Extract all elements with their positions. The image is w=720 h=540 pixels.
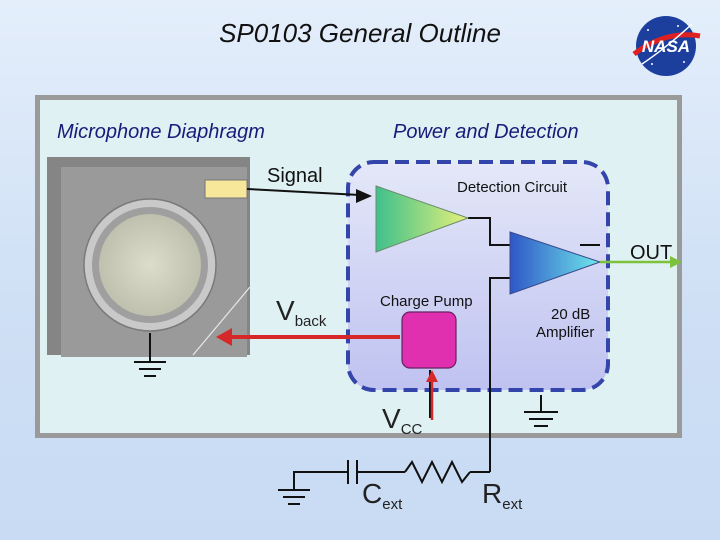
- amplifier-label-line1: 20 dB: [551, 306, 591, 323]
- amplifier-label-line2: Amplifier: [536, 324, 595, 341]
- detection-circuit-label: Detection Circuit: [457, 179, 568, 196]
- power-detection-label: Power and Detection: [393, 121, 579, 143]
- out-label: OUT: [630, 242, 673, 264]
- rext-main: R: [482, 478, 503, 509]
- vcc-main: V: [382, 403, 401, 434]
- ground-icon-amp: [524, 411, 558, 427]
- vback-sub: back: [294, 313, 327, 330]
- cext-label: Cext: [362, 478, 402, 513]
- capacitor-icon: [347, 460, 358, 484]
- nasa-logo-icon: NASA: [632, 16, 701, 76]
- rext-label: Rext: [482, 478, 522, 513]
- out-arrow-head: [670, 256, 682, 268]
- cext-sub: ext: [382, 496, 403, 513]
- vback-label: Vback: [276, 295, 326, 330]
- detection-circuit-triangle: [375, 185, 470, 253]
- charge-pump-label: Charge Pump: [380, 293, 473, 310]
- nasa-logo-text: NASA: [642, 37, 690, 56]
- cext-main: C: [362, 478, 383, 509]
- signal-label: Signal: [267, 165, 323, 187]
- vback-main: V: [276, 295, 295, 326]
- microphone-diaphragm-image: [47, 157, 251, 357]
- slide-title: SP0103 General Outline: [219, 18, 501, 48]
- charge-pump-block: [401, 311, 457, 369]
- amplifier-triangle: [509, 231, 602, 295]
- microphone-diaphragm-label: Microphone Diaphragm: [57, 121, 265, 143]
- ground-icon-cext: [278, 489, 310, 505]
- rext-sub: ext: [502, 496, 523, 513]
- vcc-sub: CC: [400, 421, 423, 438]
- ground-icon-mic: [134, 361, 166, 377]
- signal-arrow-head: [356, 189, 372, 203]
- vcc-arrow-head: [426, 370, 438, 382]
- vback-arrow-head: [216, 328, 232, 346]
- vcc-label: VCC: [382, 403, 422, 438]
